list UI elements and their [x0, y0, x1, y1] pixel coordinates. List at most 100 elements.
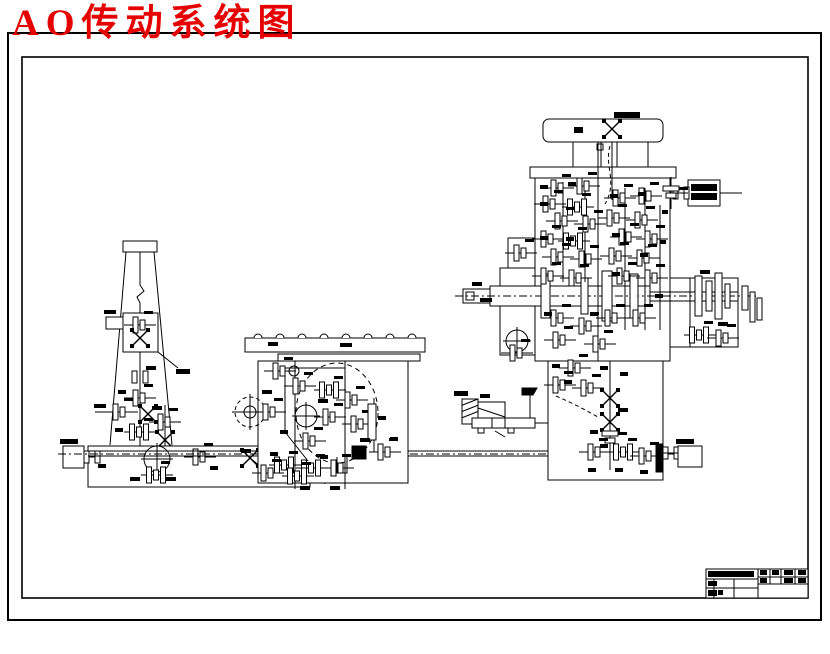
gear [549, 198, 556, 210]
label-blob [600, 444, 608, 448]
gear-label [144, 311, 153, 314]
gear [644, 230, 651, 248]
gear [581, 198, 587, 216]
gear-label [579, 354, 588, 357]
gear [269, 406, 276, 418]
gear [620, 446, 626, 458]
label-blob [540, 202, 548, 206]
gear [592, 335, 599, 353]
rect [655, 443, 664, 473]
gear [557, 312, 564, 324]
gear [601, 430, 619, 437]
table-slots [341, 333, 351, 339]
gear-label [274, 398, 283, 401]
gear [326, 384, 332, 396]
bevel-tip [600, 404, 604, 408]
gear-label [525, 239, 534, 242]
gear-label [628, 438, 637, 441]
bevel-tip [146, 328, 150, 332]
left-motor-label [60, 439, 78, 444]
gear [143, 423, 149, 441]
gear-label [356, 386, 365, 389]
bevel-tip [155, 430, 159, 434]
label-blob [360, 438, 370, 442]
gear [606, 209, 613, 227]
rect [724, 283, 731, 309]
label-blob [118, 390, 126, 394]
gear [309, 435, 316, 447]
label-blob [566, 237, 574, 241]
gear [302, 432, 309, 450]
gear-label [646, 206, 655, 209]
gear [611, 312, 618, 324]
gear [594, 446, 601, 458]
bevel-tip [616, 412, 620, 416]
gear [260, 464, 267, 482]
label-blob [662, 210, 668, 214]
gear-label [727, 324, 736, 327]
gear [574, 362, 581, 374]
gear-label [204, 443, 213, 446]
label-blob [472, 282, 482, 286]
label-blob [480, 394, 490, 398]
rect [105, 316, 124, 330]
gear [604, 309, 611, 327]
label-blob [784, 570, 793, 575]
gear-label [314, 427, 323, 430]
bevel-tip [600, 412, 604, 416]
label-blob [574, 127, 583, 133]
gear [662, 185, 680, 192]
gear-label [630, 223, 639, 226]
gear [589, 218, 596, 230]
gear-label [594, 210, 603, 213]
label-blob [798, 578, 806, 583]
label-blob [330, 486, 340, 490]
line [157, 351, 179, 369]
label-blob [280, 430, 288, 434]
label-blob [166, 477, 176, 481]
line [461, 411, 479, 419]
label-blob [655, 294, 663, 298]
gear [583, 180, 590, 192]
polyline [284, 431, 309, 462]
gear [665, 192, 677, 199]
gear-label [578, 227, 587, 230]
gear [638, 447, 645, 465]
gear [330, 459, 337, 477]
gear [561, 215, 568, 227]
gear [315, 459, 321, 477]
gear [112, 403, 119, 421]
rect [507, 427, 515, 434]
gear-label [562, 304, 571, 307]
gear-label [648, 244, 657, 247]
label-blob [130, 477, 140, 481]
gear [509, 344, 516, 362]
label-blob [104, 310, 116, 314]
gear-label [679, 187, 688, 190]
gear-label [624, 184, 633, 187]
gear-pitch-circle [295, 362, 379, 464]
table-slots [319, 333, 329, 339]
gearbox-flange [529, 166, 677, 179]
label-blob [540, 236, 548, 240]
gear [575, 272, 582, 284]
gear [299, 380, 306, 392]
gear [146, 466, 152, 484]
gear [623, 270, 630, 282]
label-blob [268, 342, 278, 346]
label-blob [588, 468, 596, 472]
gear-label [566, 207, 575, 210]
gear-label [521, 339, 530, 342]
ratchet-bar [471, 417, 536, 429]
gear-label [704, 321, 713, 324]
label-blob [318, 399, 328, 403]
rect [749, 291, 756, 323]
gear [619, 192, 626, 204]
bottom-right-motor-label [676, 439, 694, 444]
line [156, 431, 174, 449]
table-slots [385, 333, 395, 339]
gear [585, 320, 592, 332]
gear-label [656, 264, 665, 267]
bevel-tip [146, 344, 150, 348]
label-blob [760, 570, 767, 575]
